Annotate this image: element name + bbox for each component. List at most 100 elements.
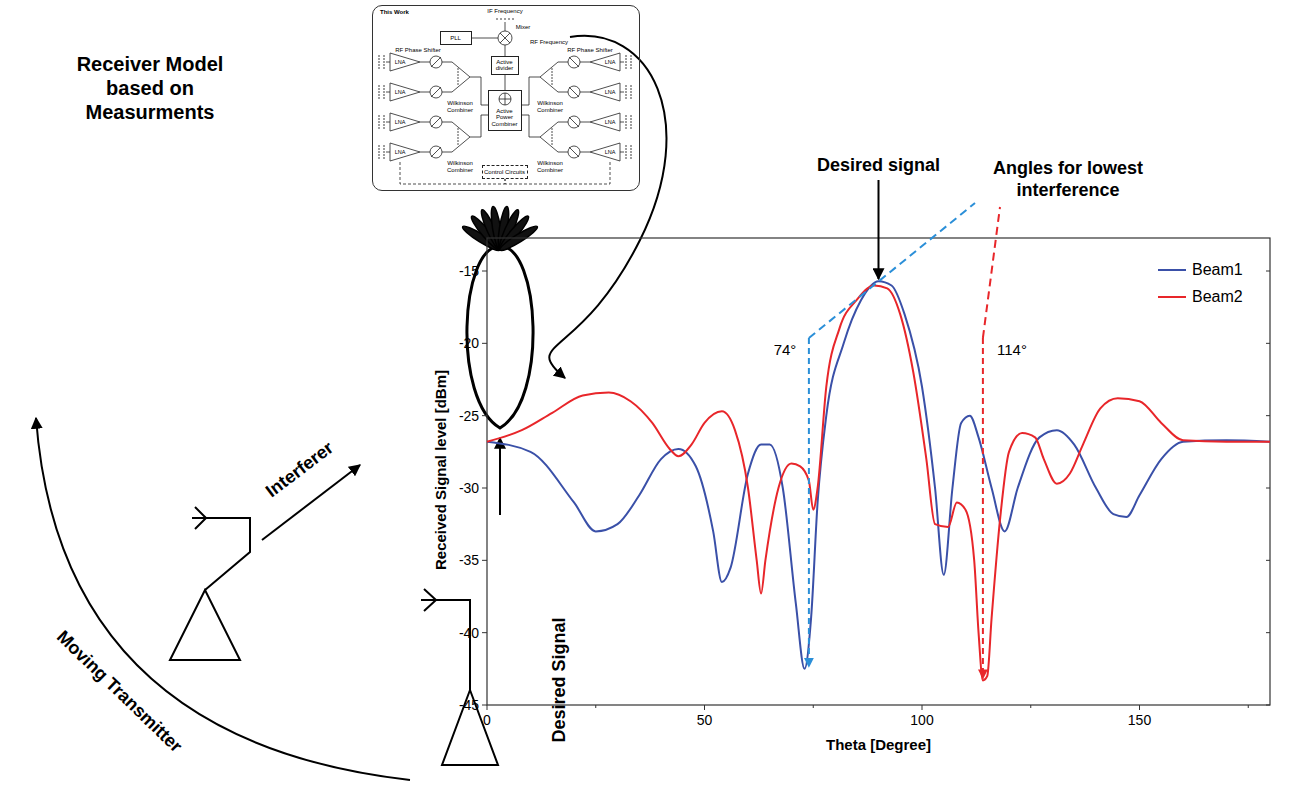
- annotation: Interferer: [262, 438, 338, 503]
- receiver-schematic: [630, 148, 632, 150]
- tick-label: -15: [459, 263, 479, 280]
- receiver-schematic: [430, 146, 442, 158]
- tick: [595, 705, 596, 708]
- receiver-schematic: [420, 92, 430, 93]
- receiver-schematic: [630, 61, 632, 63]
- block-label: PLL: [442, 35, 470, 42]
- tick: [704, 705, 705, 710]
- receiver-schematic: [625, 157, 627, 159]
- receiver-schematic: [420, 62, 430, 63]
- receiver-schematic: [504, 18, 506, 20]
- interferer-antenna: [170, 590, 240, 660]
- receiver-schematic: [590, 113, 620, 131]
- link-arrow: [549, 36, 666, 378]
- receiver-schematic: [383, 154, 385, 156]
- receiver-schematic: [442, 122, 452, 123]
- receiver-schematic: [625, 154, 627, 156]
- receiver-schematic: [383, 118, 385, 120]
- tick-label: -25: [459, 407, 479, 424]
- legend-label: Beam2: [1192, 288, 1243, 306]
- receiver-schematic: [569, 147, 579, 157]
- tick: [482, 705, 487, 706]
- receiver-schematic: [496, 18, 498, 20]
- receiver-schematic: [386, 62, 390, 63]
- part-label: RF Phase Shifter: [567, 47, 613, 54]
- receiver-schematic: [499, 93, 511, 105]
- receiver-schematic: [431, 87, 441, 97]
- legend-line: [1158, 296, 1186, 298]
- receiver-schematic: [620, 92, 624, 93]
- tick: [482, 560, 487, 561]
- receiver-schematic: [552, 68, 553, 86]
- tick-label: -45: [459, 697, 479, 714]
- receiver-schematic: [378, 94, 380, 96]
- tick-label: -30: [459, 480, 479, 497]
- receiver-schematic: [568, 56, 580, 68]
- receiver-schematic: [378, 118, 380, 120]
- receiver-schematic: [390, 143, 420, 161]
- receiver-schematic: [625, 124, 627, 126]
- receiver-schematic: [420, 122, 430, 123]
- module-panel: This WorkPLLActive dividerActive Power C…: [372, 5, 640, 191]
- receiver-schematic: [580, 122, 590, 123]
- receiver-schematic: [630, 121, 632, 123]
- tick: [1266, 560, 1270, 561]
- receiver-schematic: [386, 92, 390, 93]
- legend-line: [1158, 269, 1186, 271]
- part-label: LNA: [605, 119, 616, 126]
- receiver-schematic: [630, 94, 632, 96]
- receiver-schematic: [630, 115, 632, 117]
- receiver-schematic: [383, 97, 385, 99]
- receiver-schematic: [625, 61, 627, 63]
- receiver-schematic: [458, 128, 459, 146]
- receiver-schematic: [386, 152, 390, 153]
- plot-frame: [487, 238, 1270, 705]
- receiver-schematic: [625, 151, 627, 153]
- annotation: 114°: [997, 341, 1027, 359]
- tick: [482, 415, 487, 416]
- receiver-schematic: [558, 62, 568, 63]
- receiver-schematic: [630, 85, 632, 87]
- beam-curve: [487, 285, 1270, 680]
- part-label: RF Phase Shifter: [395, 47, 441, 54]
- receiver-schematic: [630, 154, 632, 156]
- receiver-schematic: [590, 53, 620, 71]
- receiver-schematic: [452, 122, 470, 152]
- part-label: LNA: [605, 59, 616, 66]
- receiver-schematic: [383, 157, 385, 159]
- block-label: Active divider: [493, 59, 517, 73]
- receiver-schematic: [580, 152, 590, 153]
- receiver-schematic: [540, 62, 558, 92]
- axis-title: Theta [Degree]: [826, 736, 931, 754]
- block-box: Active Power Combiner: [488, 90, 522, 132]
- receiver-schematic: [390, 113, 420, 131]
- receiver-schematic: [625, 67, 627, 69]
- receiver-schematic: [568, 116, 580, 128]
- receiver-schematic: [568, 86, 580, 98]
- pointer-arrow: [878, 180, 880, 279]
- receiver-schematic: [383, 88, 385, 90]
- receiver-schematic: [500, 18, 502, 20]
- receiver-schematic: [420, 152, 430, 153]
- tick: [482, 632, 487, 633]
- legend-sample: [1158, 291, 1186, 303]
- tick-label: 50: [697, 712, 713, 729]
- annotation: 74°: [774, 341, 797, 359]
- receiver-schematic: [630, 157, 632, 159]
- receiver-schematic: [558, 92, 568, 93]
- annotation: Desired Signal: [549, 617, 571, 742]
- receiver-schematic: [620, 122, 624, 123]
- receiver-schematic: [630, 91, 632, 93]
- receiver-schematic: [378, 157, 380, 159]
- receiver-schematic: [442, 152, 452, 153]
- receiver-schematic: [442, 62, 452, 63]
- receiver-schematic: [580, 92, 590, 93]
- angle-marker: [982, 338, 984, 678]
- receiver-schematic: [558, 122, 568, 123]
- receiver-schematic: [383, 148, 385, 150]
- tick: [1248, 705, 1249, 708]
- receiver-schematic: [630, 145, 632, 147]
- receiver-schematic: [378, 55, 380, 57]
- tick-label: 100: [910, 712, 933, 729]
